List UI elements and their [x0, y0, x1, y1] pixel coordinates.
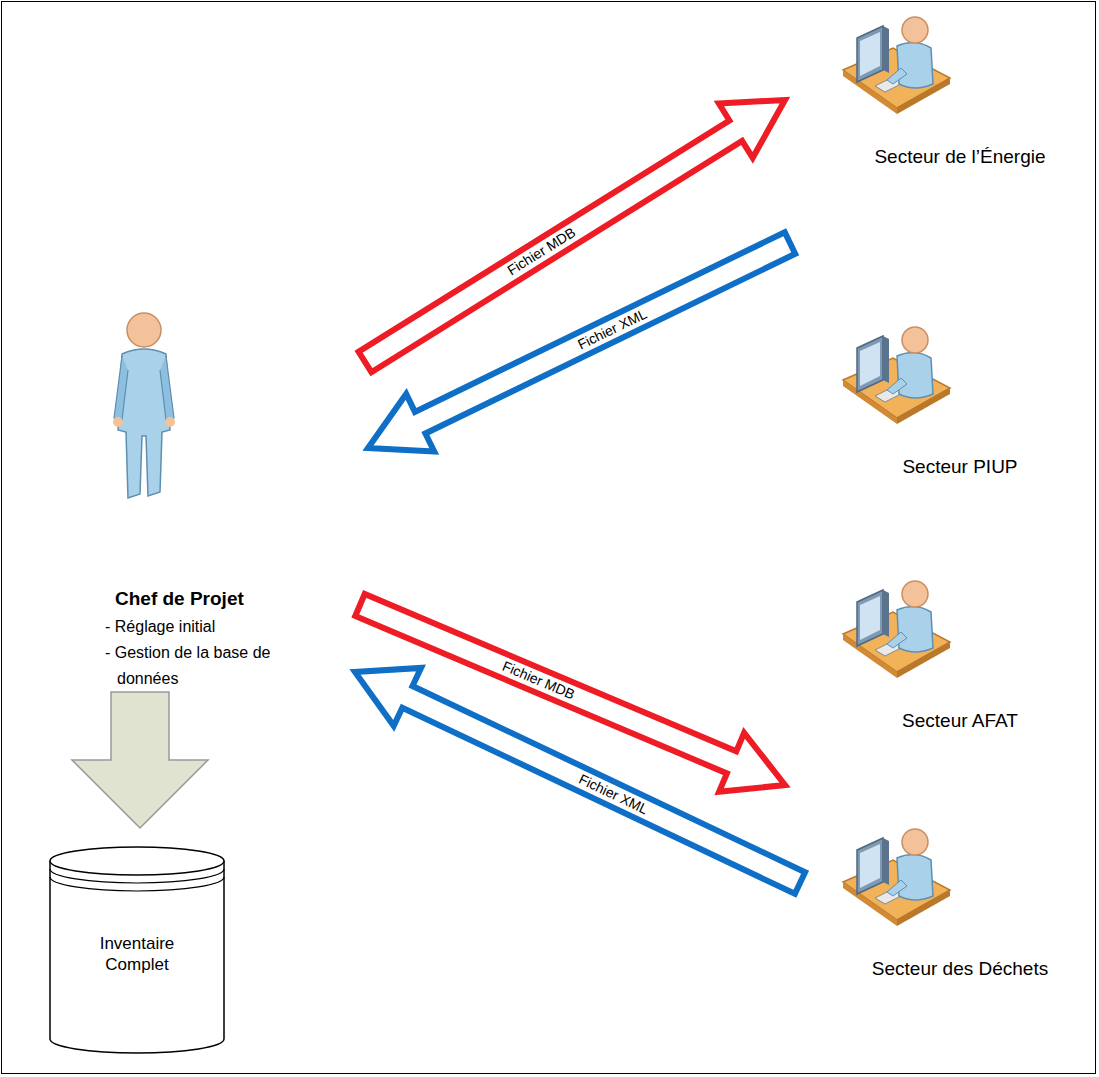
- sector-workstation: Secteur PIUP: [830, 318, 1090, 478]
- workstation-icon: [835, 8, 1090, 118]
- sector-label: Secteur AFAT: [830, 710, 1090, 732]
- task-item: - Gestion de la base de données: [95, 640, 292, 692]
- block-arrow: [368, 232, 795, 451]
- project-lead: Chef de Projet - Réglage initial- Gestion…: [95, 310, 295, 692]
- workstation-icon: [835, 820, 1090, 930]
- database-cylinder: Inventaire Complet: [48, 845, 226, 1055]
- person-icon: [100, 310, 295, 504]
- block-arrow: [355, 668, 805, 894]
- node-title: Chef de Projet: [115, 588, 295, 610]
- sector-label: Secteur de l’Énergie: [830, 146, 1090, 168]
- sector-label: Secteur PIUP: [830, 456, 1090, 478]
- sector-workstation: Secteur de l’Énergie: [830, 8, 1090, 168]
- sector-workstation: Secteur des Déchets: [830, 820, 1090, 980]
- block-arrow: [72, 692, 208, 828]
- sector-label: Secteur des Déchets: [830, 958, 1090, 980]
- task-item: - Réglage initial: [95, 614, 292, 640]
- database-label: Inventaire Complet: [78, 933, 196, 975]
- workstation-icon: [835, 318, 1090, 428]
- sector-workstation: Secteur AFAT: [830, 572, 1090, 732]
- block-arrow: [359, 100, 785, 372]
- workstation-icon: [835, 572, 1090, 682]
